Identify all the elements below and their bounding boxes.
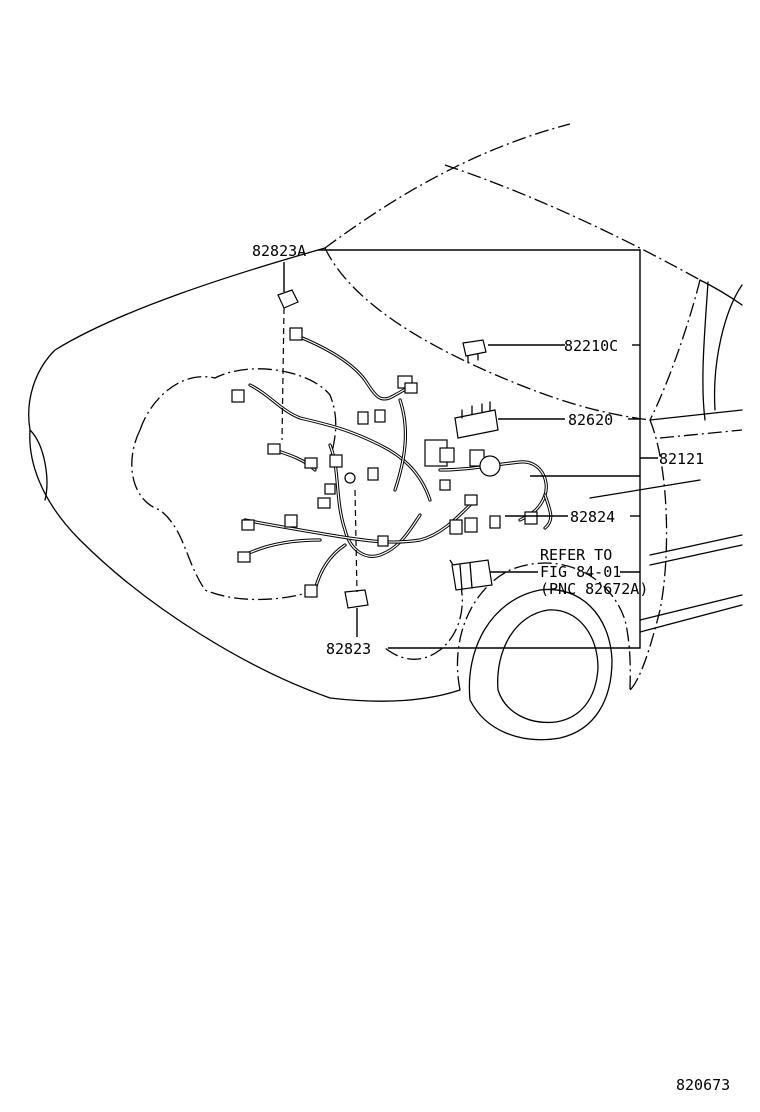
label-82823a: 82823A	[252, 242, 306, 260]
label-82824: 82824	[570, 508, 615, 526]
relay-block-82620	[454, 401, 499, 439]
connectors	[231, 327, 538, 598]
relay-82210c	[462, 339, 487, 363]
figure-number: 820673	[676, 1076, 730, 1094]
label-82210c: 82210C	[564, 337, 618, 355]
label-refer-to: REFER TO	[540, 546, 612, 564]
location-line-82823	[354, 489, 358, 593]
label-82121: 82121	[659, 450, 704, 468]
location-line-82823a	[281, 307, 285, 441]
junction-block	[451, 559, 493, 591]
clamp-82823	[344, 589, 369, 609]
label-82620: 82620	[568, 411, 613, 429]
label-pnc-82672a: (PNC 82672A)	[540, 580, 648, 598]
label-82823: 82823	[326, 640, 371, 658]
vehicle-body-outline	[28, 123, 743, 741]
clamp-82823a	[277, 289, 299, 309]
leader-lines	[283, 249, 658, 649]
label-fig-84-01: FIG 84-01	[540, 563, 621, 581]
